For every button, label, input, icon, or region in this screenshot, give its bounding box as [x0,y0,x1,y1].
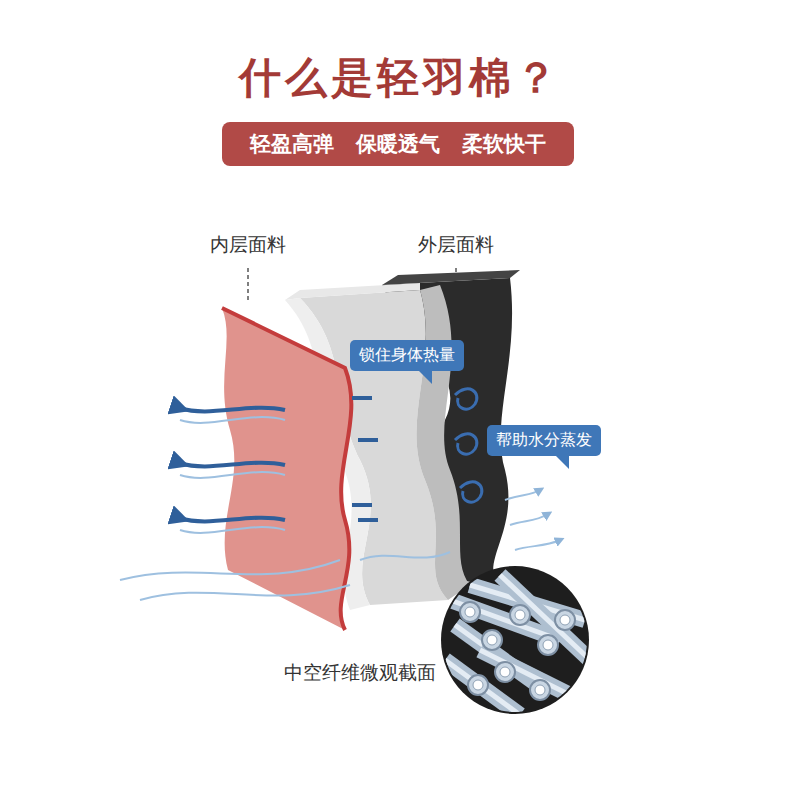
callout-bubble: 帮助水分蒸发 [487,425,601,456]
title: 什么是轻羽棉？ [239,50,561,106]
callout-tail [555,455,569,469]
airflow-arrows [180,398,378,521]
callout-text: 帮助水分蒸发 [496,430,592,451]
inner-fabric [222,308,351,630]
callout-tail [418,370,432,384]
heat-loops [455,389,482,502]
callout-text: 锁住身体热量 [359,345,455,366]
callout-bubble: 锁住身体热量 [350,340,464,371]
feature-text: 轻盈高弹 [250,130,334,158]
leader-line [247,268,249,302]
feature-text: 柔软快干 [462,130,546,158]
part-label: 中空纤维微观截面 [284,660,436,686]
feature-text: 保暖透气 [356,130,440,158]
fiber-cross-section [441,566,589,714]
hollow-fibers [445,575,590,715]
part-label: 内层面料 [210,232,286,258]
outer-fabric-edge [382,270,520,285]
part-label: 外层面料 [418,232,494,258]
feature-band: 轻盈高弹保暖透气柔软快干 [222,122,574,166]
